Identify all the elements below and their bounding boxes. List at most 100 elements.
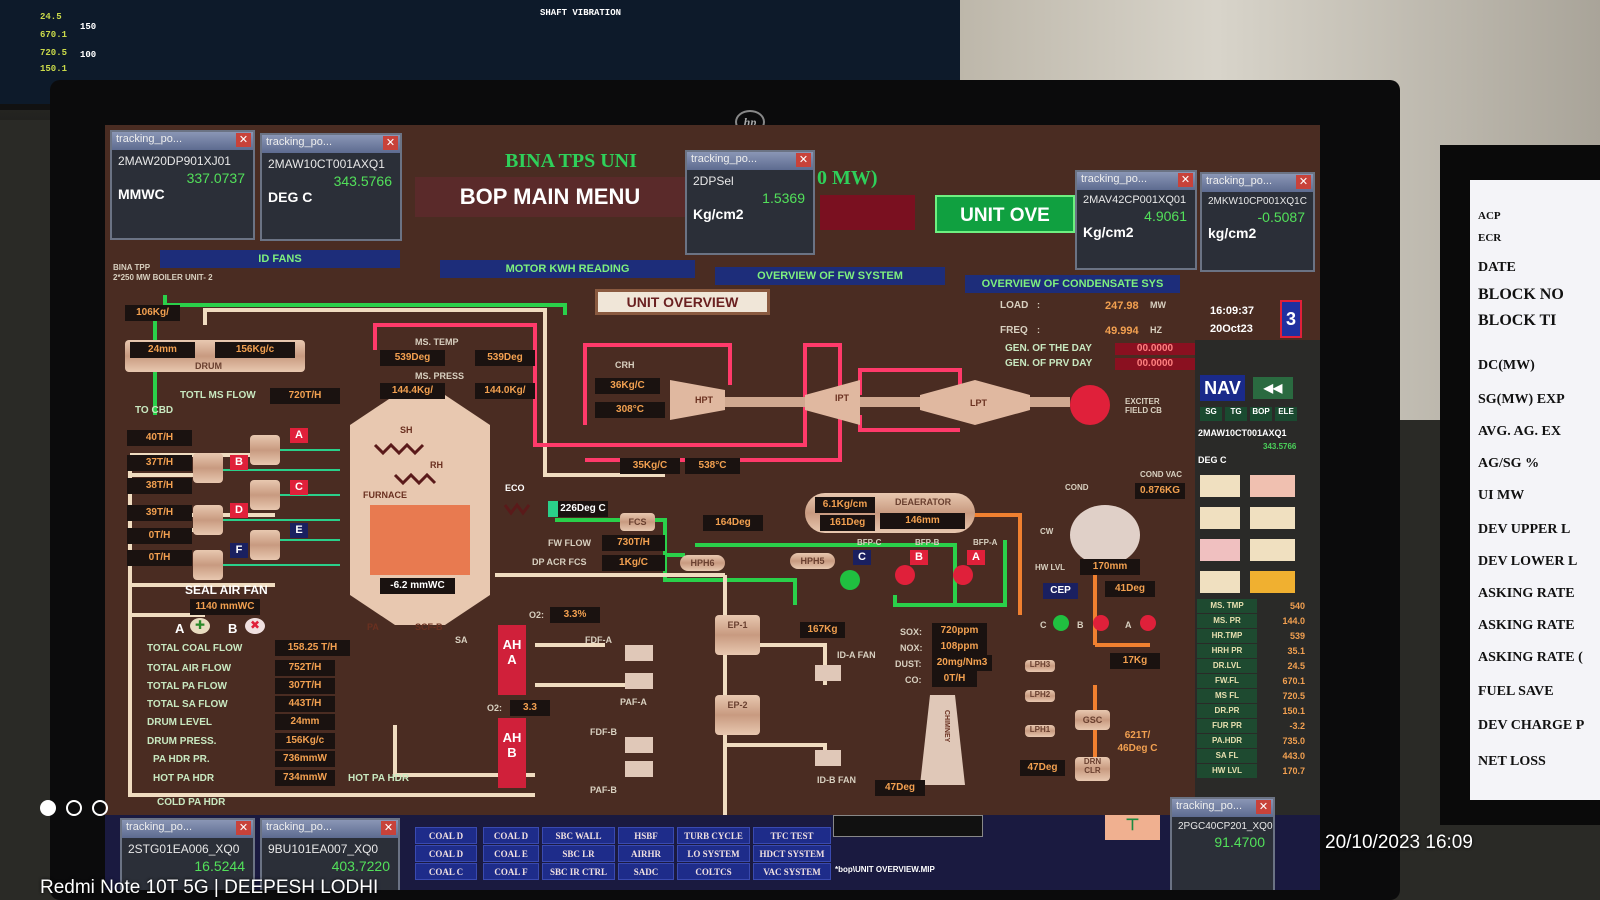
close-icon[interactable]: ✕	[1178, 173, 1193, 187]
freq-label: FREQ	[1000, 325, 1028, 336]
rm-label: DATE	[1478, 260, 1516, 275]
tracking-popup[interactable]: tracking_po...✕ 2MAW10CT001AXQ1 343.5766…	[260, 133, 402, 241]
nav-button[interactable]: NAV	[1200, 375, 1245, 401]
bottom-menu-item[interactable]: SBC LR	[542, 845, 615, 862]
tracking-popup[interactable]: tracking_po...✕ 2MAV42CP001XQ01 4.9061 K…	[1075, 170, 1197, 270]
fdf-a-fan-icon[interactable]	[625, 645, 653, 661]
bfp-b-pump-icon[interactable]	[895, 565, 915, 585]
bottom-menu-item[interactable]: SADC	[618, 863, 674, 880]
idf-a-fan-icon[interactable]	[815, 665, 841, 681]
cep-b-pump-icon[interactable]	[1093, 615, 1109, 631]
mill-id[interactable]: B	[230, 455, 248, 470]
tracking-popup[interactable]: tracking_po...✕ 2MKW10CP001XQ1C -0.5087 …	[1200, 172, 1315, 272]
tab-bop[interactable]: BOP	[1250, 407, 1272, 421]
cep-c-pump-icon[interactable]	[1053, 615, 1069, 631]
lph3-heater[interactable]: LPH3	[1025, 660, 1055, 672]
idf-b-fan-icon[interactable]	[815, 750, 841, 766]
bottom-menu-item[interactable]: SBC WALL	[542, 827, 615, 844]
menu-coal[interactable]: COAL D	[415, 845, 477, 862]
command-field[interactable]	[833, 815, 983, 837]
back-arrow-icon[interactable]: ◀◀	[1253, 377, 1293, 399]
lph1-heater[interactable]: LPH1	[1025, 725, 1055, 737]
cep-a-pump-icon[interactable]	[1140, 615, 1156, 631]
close-icon[interactable]: ✕	[236, 133, 251, 147]
mill-id[interactable]: E	[290, 523, 308, 538]
alarm-trend-icon[interactable]	[1200, 539, 1240, 561]
bottom-menu-item[interactable]: COAL D	[483, 827, 539, 844]
bottom-menu-item[interactable]: COAL F	[483, 863, 539, 880]
print-icon[interactable]	[1250, 539, 1295, 561]
fan-a-running-icon[interactable]: ✚	[190, 618, 210, 634]
hph5-heater[interactable]: HPH5	[790, 553, 835, 569]
bottom-menu-item[interactable]: COLTCS	[677, 863, 750, 880]
mill-id[interactable]: F	[230, 543, 248, 558]
lph2-heater[interactable]: LPH2	[1025, 690, 1055, 702]
nav-motor-kwh[interactable]: MOTOR KWH READING	[440, 260, 695, 278]
total-label: TOTAL SA FLOW	[147, 699, 228, 710]
bottom-menu-item[interactable]: COAL E	[483, 845, 539, 862]
mill-icon[interactable]	[193, 505, 223, 535]
mill-id[interactable]: A	[290, 428, 308, 443]
unit-overview-button[interactable]: UNIT OVE	[935, 195, 1075, 233]
close-icon[interactable]: ✕	[796, 153, 811, 167]
bottom-menu-item[interactable]: AIRHR	[618, 845, 674, 862]
bottom-menu-item[interactable]: SBC IR CTRL	[542, 863, 615, 880]
fcs-valve[interactable]: FCS	[620, 513, 655, 531]
close-icon[interactable]: ✕	[383, 136, 398, 150]
bottom-menu-item[interactable]: LO SYSTEM	[677, 845, 750, 862]
tab-tg[interactable]: TG	[1225, 407, 1247, 421]
bottom-menu-item[interactable]: TURB CYCLE	[677, 827, 750, 844]
menu-coal[interactable]: COAL D	[415, 827, 477, 844]
mill-icon[interactable]	[250, 435, 280, 465]
close-icon[interactable]: ✕	[236, 821, 251, 835]
fdf-b-fan-icon[interactable]	[625, 737, 653, 753]
mill-icon[interactable]	[250, 480, 280, 510]
nav-id-fans[interactable]: ID FANS	[160, 250, 400, 268]
nav-condensate-sys[interactable]: OVERVIEW OF CONDENSATE SYS	[965, 275, 1180, 293]
tracking-popup[interactable]: tracking_po...✕ 2MAW20DP901XJ01 337.0737…	[110, 130, 255, 240]
trend-icon[interactable]	[1200, 507, 1240, 529]
alarm-bell-icon[interactable]	[1250, 571, 1295, 593]
tab-sg[interactable]: SG	[1200, 407, 1222, 421]
ms-temp-value: 539Deg	[475, 350, 535, 366]
tracking-popup[interactable]: tracking_po...✕ 2STG01EA006_XQ0 16.5244	[120, 818, 255, 890]
tracking-popup[interactable]: tracking_po...✕ 9BU101EA007_XQ0 403.7220	[260, 818, 400, 890]
close-icon[interactable]: ✕	[381, 821, 396, 835]
mill-id[interactable]: C	[290, 480, 308, 495]
computer-icon[interactable]	[1200, 571, 1240, 593]
bottom-menu-item[interactable]: VAC SYSTEM	[753, 863, 831, 880]
mill-icon[interactable]	[250, 530, 280, 560]
mill-icon[interactable]	[193, 550, 223, 580]
ms-flow-value: 720T/H	[270, 388, 340, 404]
air-heater-b[interactable]: AH B	[498, 718, 526, 788]
mill-id[interactable]: D	[230, 503, 248, 518]
drain-cooler[interactable]: DRN CLR	[1075, 757, 1110, 781]
trend-tool-icon[interactable]: ⊤	[1105, 815, 1160, 840]
bar-chart-icon[interactable]	[1250, 475, 1295, 497]
bottom-menu-item[interactable]: HDCT SYSTEM	[753, 845, 831, 862]
list-icon[interactable]	[1250, 507, 1295, 529]
mill-icon[interactable]	[193, 453, 223, 483]
tracking-popup[interactable]: tracking_po...✕ 2PGC40CP201_XQ0 91.4700	[1170, 797, 1275, 890]
air-heater-a[interactable]: AH A	[498, 625, 526, 695]
bop-main-menu-button[interactable]: BOP MAIN MENU	[415, 177, 685, 217]
paf-a-fan-icon[interactable]	[625, 673, 653, 689]
blank-red-button[interactable]	[820, 195, 915, 230]
menu-coal[interactable]: COAL C	[415, 863, 477, 880]
bfp-c-pump-icon[interactable]	[840, 570, 860, 590]
tracking-popup[interactable]: tracking_po...✕ 2DPSel 1.5369 Kg/cm2	[685, 150, 815, 255]
report-icon[interactable]	[1200, 475, 1240, 497]
fan-b-stopped-icon[interactable]: ✖	[245, 618, 265, 634]
bfp-a-pump-icon[interactable]	[953, 565, 973, 585]
tab-ele[interactable]: ELE	[1275, 407, 1297, 421]
nav-fw-system[interactable]: OVERVIEW OF FW SYSTEM	[715, 267, 945, 285]
esp-2[interactable]: EP-2	[715, 695, 760, 735]
close-icon[interactable]: ✕	[1256, 800, 1271, 814]
bottom-menu-item[interactable]: TFC TEST	[753, 827, 831, 844]
esp-1[interactable]: EP-1	[715, 615, 760, 655]
close-icon[interactable]: ✕	[1296, 175, 1311, 189]
bottom-menu-item[interactable]: HSBF	[618, 827, 674, 844]
hph6-heater[interactable]: HPH6	[680, 555, 725, 571]
gsc-cooler[interactable]: GSC	[1075, 710, 1110, 730]
paf-b-fan-icon[interactable]	[625, 761, 653, 777]
